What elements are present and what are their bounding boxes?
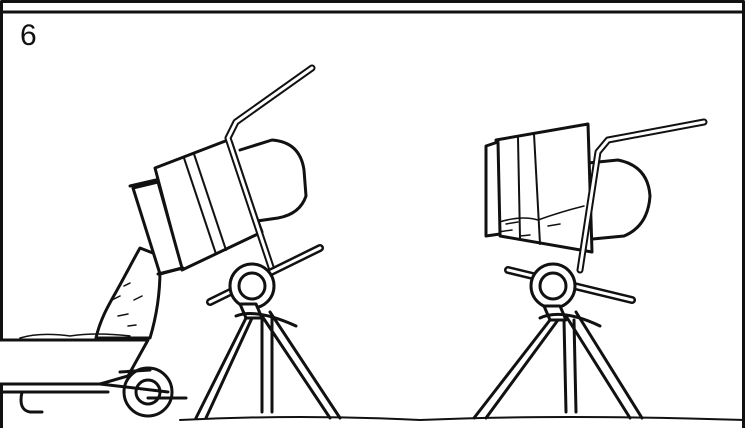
right-mixer [474,122,704,418]
ground [180,417,745,420]
drum-right [496,124,592,252]
concrete-pour [96,248,160,338]
wheelbarrow [0,334,186,416]
step-number: 6 [20,21,37,51]
wheelbarrow-tray [0,340,148,384]
